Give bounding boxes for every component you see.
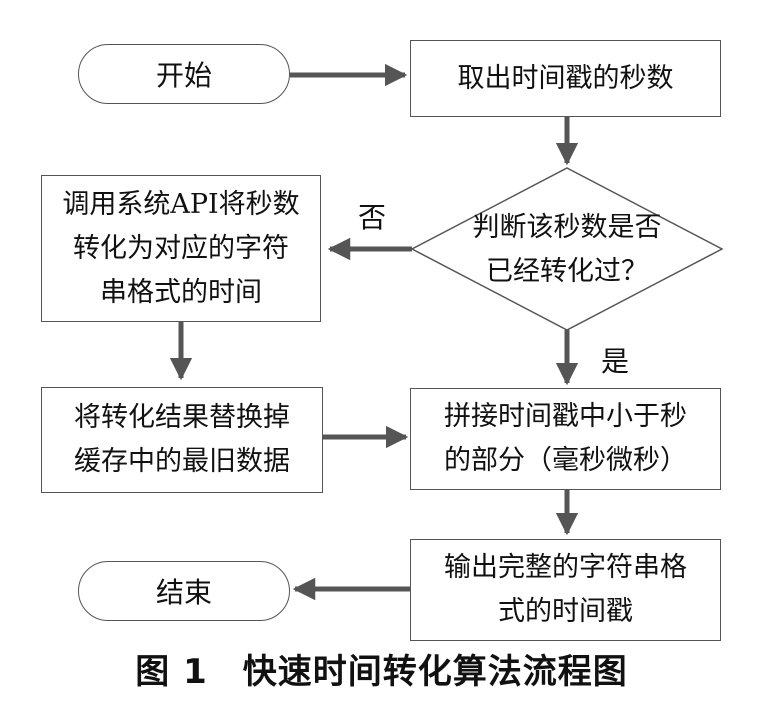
output-line-2: 式的时间戳 (498, 596, 633, 627)
decision-text: 判断该秒数是否 已经转化过？ (412, 206, 722, 294)
replace-cache-line-1: 将转化结果替换掉 (74, 402, 290, 433)
end-terminator: 结束 (78, 561, 290, 621)
decision-line-2: 已经转化过？ (486, 256, 648, 287)
output-timestamp-box: 输出完整的字符串格 式的时间戳 (410, 539, 721, 641)
concat-line-1: 拼接时间戳中小于秒 (444, 401, 687, 432)
get-seconds-label: 取出时间戳的秒数 (457, 62, 674, 94)
concat-line-2: 的部分（毫秒微秒） (444, 445, 687, 476)
start-terminator: 开始 (78, 44, 290, 104)
edge-label-no: 否 (358, 201, 387, 234)
start-label: 开始 (155, 59, 212, 92)
output-line-1: 输出完整的字符串格 (444, 552, 687, 583)
get-seconds-box: 取出时间戳的秒数 (410, 40, 721, 117)
call-api-box: 调用系统API将秒数 转化为对应的字符 串格式的时间 (41, 175, 321, 322)
figure-caption: 图 1 快速时间转化算法流程图 (135, 652, 628, 692)
call-api-line-3: 串格式的时间 (100, 276, 262, 308)
decision-line-1: 判断该秒数是否 (472, 212, 662, 243)
end-label: 结束 (155, 576, 212, 609)
call-api-line-1: 调用系统API将秒数 (62, 188, 300, 220)
replace-cache-box: 将转化结果替换掉 缓存中的最旧数据 (41, 387, 323, 493)
replace-cache-line-2: 缓存中的最旧数据 (74, 446, 290, 477)
edge-label-yes: 是 (601, 345, 630, 378)
concat-subsecond-box: 拼接时间戳中小于秒 的部分（毫秒微秒） (410, 388, 721, 490)
call-api-line-2: 转化为对应的字符 (73, 232, 289, 264)
